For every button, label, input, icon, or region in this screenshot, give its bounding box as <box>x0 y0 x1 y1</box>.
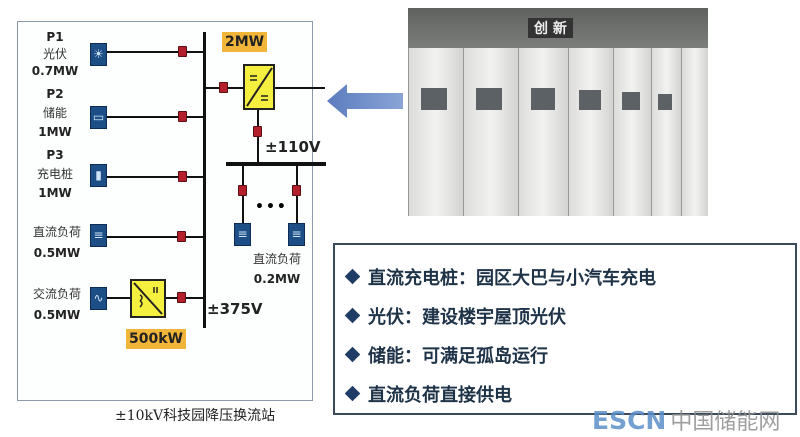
breaker-icon <box>178 111 187 122</box>
p2-line <box>107 116 204 118</box>
photo-sign: 创 新 <box>528 18 573 38</box>
diamond-bullet-icon <box>344 346 361 363</box>
breaker-icon <box>253 126 262 137</box>
arrow-left-icon <box>327 84 403 118</box>
p1-label: P1 光伏 0.7MW <box>30 30 80 78</box>
bullet-text: 直流充电桩：园区大巴与小汽车充电 <box>368 267 656 289</box>
watermark-cn: 中国储能网 <box>670 410 781 435</box>
dc-load-110-label: 直流负荷 0.2MW <box>246 252 308 286</box>
bus-110v-label: ±110V <box>265 138 321 156</box>
breaker-icon <box>238 185 247 196</box>
watermark: ESCN 中国储能网 <box>592 404 780 436</box>
ellipsis: ••• <box>255 199 288 215</box>
p1-name: 光伏 <box>42 47 67 61</box>
p3-id: P3 <box>46 148 64 162</box>
diagram-caption: ±10kV科技园降压换流站 <box>115 408 276 424</box>
dc-load-label: 直流负荷 0.5MW <box>26 225 88 260</box>
dc-load-icon: ≡ <box>234 223 251 246</box>
bullet-text: 直流负荷直接供电 <box>368 384 512 406</box>
dc-load-line <box>107 236 204 238</box>
bullet-item: 直流负荷直接供电 <box>343 374 787 413</box>
p3-name: 充电桩 <box>36 167 73 181</box>
dc-load-icon: ≡ <box>288 223 305 246</box>
dc-load-name: 直流负荷 <box>32 225 81 239</box>
charger-icon: ▮ <box>90 164 107 187</box>
bullet-text: 光伏：建设楼宇屋顶光伏 <box>368 306 566 328</box>
p1-id: P1 <box>46 30 64 44</box>
p2-power: 1MW <box>38 125 72 139</box>
battery-icon: ▭ <box>90 106 107 129</box>
bullet-item: 直流充电桩：园区大巴与小汽车充电 <box>343 257 787 296</box>
ac-load-icon: ∿ <box>90 287 107 310</box>
breaker-icon <box>292 185 301 196</box>
diamond-bullet-icon <box>344 268 361 285</box>
p3-line <box>107 176 204 178</box>
ac-dc-converter-icon <box>130 279 166 318</box>
watermark-latin: ESCN <box>592 405 667 435</box>
bullet-item: 储能：可满足孤岛运行 <box>343 335 787 374</box>
p2-label: P2 储能 1MW <box>30 87 80 139</box>
bus-375v-label: ±375V <box>207 300 263 318</box>
breaker-icon <box>177 231 186 242</box>
p2-id: P2 <box>46 87 64 101</box>
diamond-bullet-icon <box>344 385 361 402</box>
ac-load-power: 0.5MW <box>33 308 81 322</box>
bullet-box: 直流充电桩：园区大巴与小汽车充电 光伏：建设楼宇屋顶光伏 储能：可满足孤岛运行 … <box>333 243 797 415</box>
dc-load-110-name: 直流负荷 <box>252 252 301 266</box>
ac-load-name: 交流负荷 <box>32 287 81 301</box>
p3-label: P3 充电桩 1MW <box>30 148 80 200</box>
dc-load-110-power: 0.2MW <box>253 272 301 286</box>
p3-power: 1MW <box>38 186 72 200</box>
p1-power: 0.7MW <box>31 64 79 78</box>
ac-load-label: 交流负荷 0.5MW <box>26 287 88 322</box>
lv-feeder <box>257 110 259 164</box>
breaker-icon <box>178 171 187 182</box>
breaker-icon <box>178 46 187 57</box>
p2-name: 储能 <box>42 106 67 120</box>
breaker-icon <box>177 292 186 303</box>
bullet-text: 储能：可满足孤岛运行 <box>368 345 548 367</box>
p1-line <box>107 51 204 53</box>
bullet-item: 光伏：建设楼宇屋顶光伏 <box>343 296 787 335</box>
dc-load-power: 0.5MW <box>33 246 81 260</box>
converter-station-photo: 创 新 <box>408 8 708 216</box>
converter-ac-rating: 500kW <box>126 329 186 349</box>
bus-375v <box>203 32 206 328</box>
dc-load-icon: ≡ <box>90 224 107 247</box>
breaker-icon <box>219 82 228 93</box>
hv-line <box>275 87 325 89</box>
converter-main-rating: 2MW <box>222 32 268 52</box>
diamond-bullet-icon <box>344 307 361 324</box>
dc-dc-converter-icon <box>243 64 275 110</box>
solar-icon: ☀ <box>90 43 107 66</box>
bus-110v <box>226 162 326 166</box>
